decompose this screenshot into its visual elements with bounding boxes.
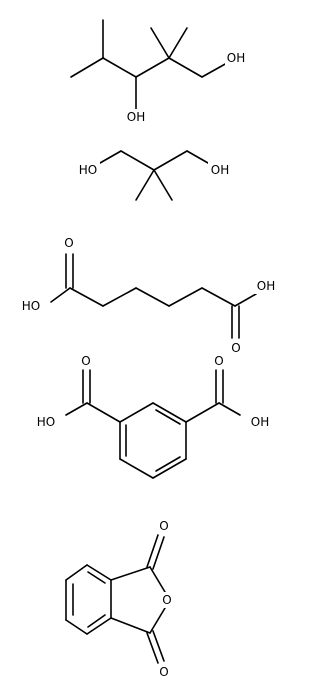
structures-svg: OH OH HO OH O HO OH O — [19, 19, 278, 680]
bond — [86, 617, 112, 635]
bond — [201, 62, 228, 78]
atom-label: OH — [227, 51, 245, 65]
atom-label: HO — [79, 163, 97, 177]
bond — [155, 456, 181, 472]
bond — [135, 287, 170, 307]
atom-label: O — [159, 665, 168, 679]
molecule-isophthalic-acid: O HO O OH — [34, 353, 272, 479]
atom-label: OH — [211, 163, 229, 177]
molecule-phthalic-anhydride: O O O — [65, 518, 174, 680]
bond — [69, 287, 104, 307]
molecule-neopentyl-glycol: HO OH — [76, 150, 232, 201]
atom-label: HO — [22, 299, 40, 313]
bond — [168, 287, 203, 307]
bond — [86, 402, 121, 423]
bond — [86, 564, 112, 581]
bond — [152, 402, 187, 423]
atom-label: O — [231, 341, 240, 355]
bond — [50, 287, 71, 303]
atom-label: OH — [257, 279, 275, 293]
bond — [146, 632, 159, 664]
atom-label: O — [64, 236, 73, 250]
bond — [70, 57, 104, 78]
bond — [146, 534, 159, 568]
bond — [87, 614, 106, 628]
bond — [234, 293, 257, 307]
bond — [152, 536, 165, 570]
bond — [119, 402, 154, 423]
bond — [65, 402, 88, 416]
molecule-pentanediol: OH OH — [70, 19, 247, 125]
bond — [87, 571, 106, 584]
atom-label: OH — [251, 415, 269, 429]
bond — [155, 409, 181, 425]
bond — [99, 150, 122, 164]
bond — [65, 564, 88, 581]
bond — [120, 150, 155, 171]
bond — [153, 150, 188, 171]
bond — [153, 169, 173, 201]
bond — [102, 57, 137, 78]
bond — [168, 57, 203, 78]
atom-label: OH — [127, 110, 145, 124]
bond — [65, 619, 88, 635]
bond — [186, 150, 209, 164]
bond — [119, 458, 154, 479]
bond — [152, 458, 187, 479]
atom-label: O — [81, 354, 90, 368]
bond — [135, 169, 155, 201]
bond — [150, 27, 170, 59]
atom-label: HO — [37, 415, 55, 429]
atom-label: O — [162, 593, 171, 607]
bond — [102, 287, 137, 307]
bond — [218, 402, 241, 416]
bond — [201, 287, 236, 307]
bond — [168, 27, 188, 59]
bond — [135, 57, 170, 78]
atom-label: O — [159, 519, 168, 533]
bond — [110, 566, 151, 581]
bond — [149, 607, 166, 634]
bond — [110, 617, 151, 634]
bond — [152, 630, 165, 662]
molecule-adipic-acid: O HO OH O — [19, 235, 278, 356]
bond — [185, 402, 220, 423]
atom-label: O — [214, 354, 223, 368]
bond — [149, 566, 166, 593]
chemical-structures-canvas: OH OH HO OH O HO OH O — [19, 19, 278, 680]
